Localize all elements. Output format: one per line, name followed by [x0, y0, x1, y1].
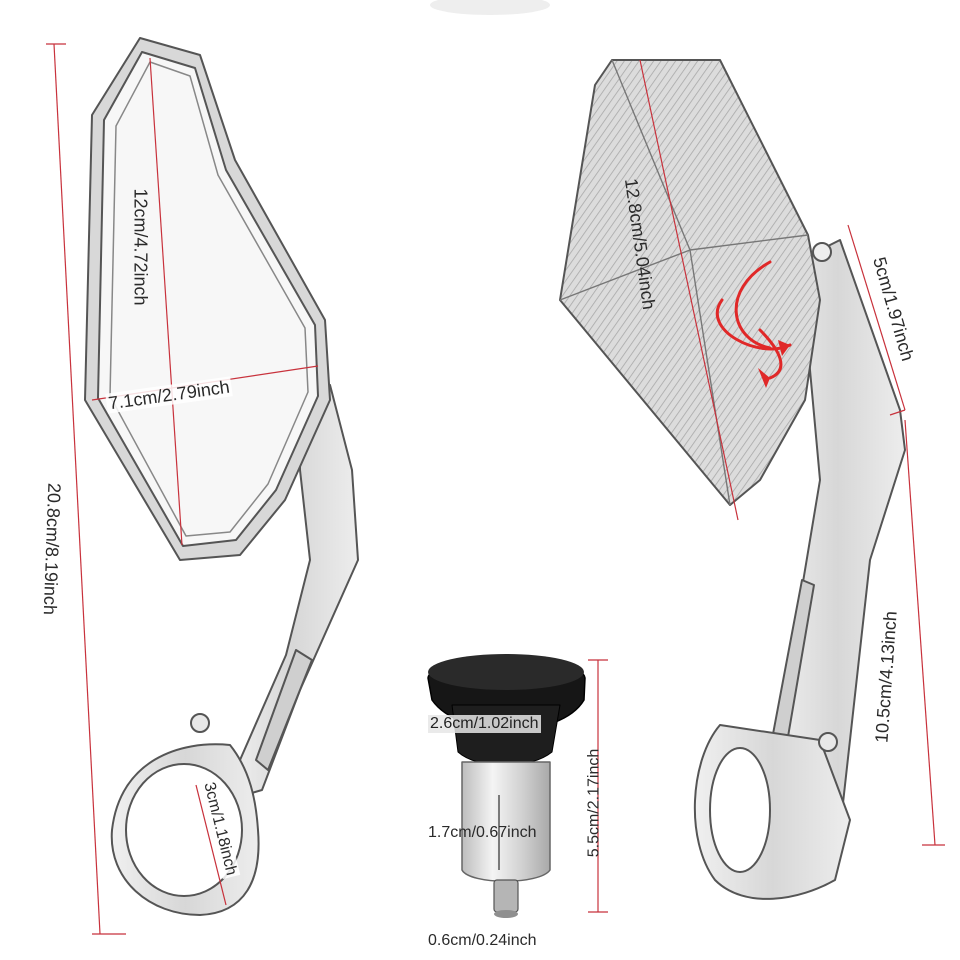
label-plug-length: 5.5cm/2.17inch — [585, 748, 603, 858]
right-mirror — [559, 59, 906, 900]
right-dimension-lines — [639, 59, 945, 846]
label-left-height: 12cm/4.72inch — [130, 188, 151, 306]
left-mirror — [84, 37, 359, 916]
top-shadow — [430, 0, 550, 15]
plug-body — [461, 761, 551, 882]
left-clamp-screw — [190, 713, 210, 733]
plug-dimension-lines — [588, 659, 608, 913]
plug-screw — [493, 879, 519, 913]
label-plug-cap: 2.6cm/1.02inch — [428, 715, 541, 733]
label-left-length: 20.8cm/8.19inch — [39, 482, 65, 616]
right-pivot-screw — [812, 242, 832, 262]
label-plug-screw: 0.6cm/0.24inch — [428, 932, 537, 949]
bar-end-plug — [427, 654, 586, 918]
left-mirror-rim — [109, 61, 309, 537]
right-clamp-screw — [818, 732, 838, 752]
left-mirror-glass — [97, 51, 319, 547]
rotation-arrow-icon — [715, 260, 792, 388]
label-plug-body: 1.7cm/0.67inch — [428, 824, 537, 841]
left-arm-slot — [255, 649, 313, 771]
right-mirror-housing — [559, 59, 821, 506]
right-clamp-hole — [709, 747, 771, 873]
plug-cap-top — [428, 654, 584, 690]
